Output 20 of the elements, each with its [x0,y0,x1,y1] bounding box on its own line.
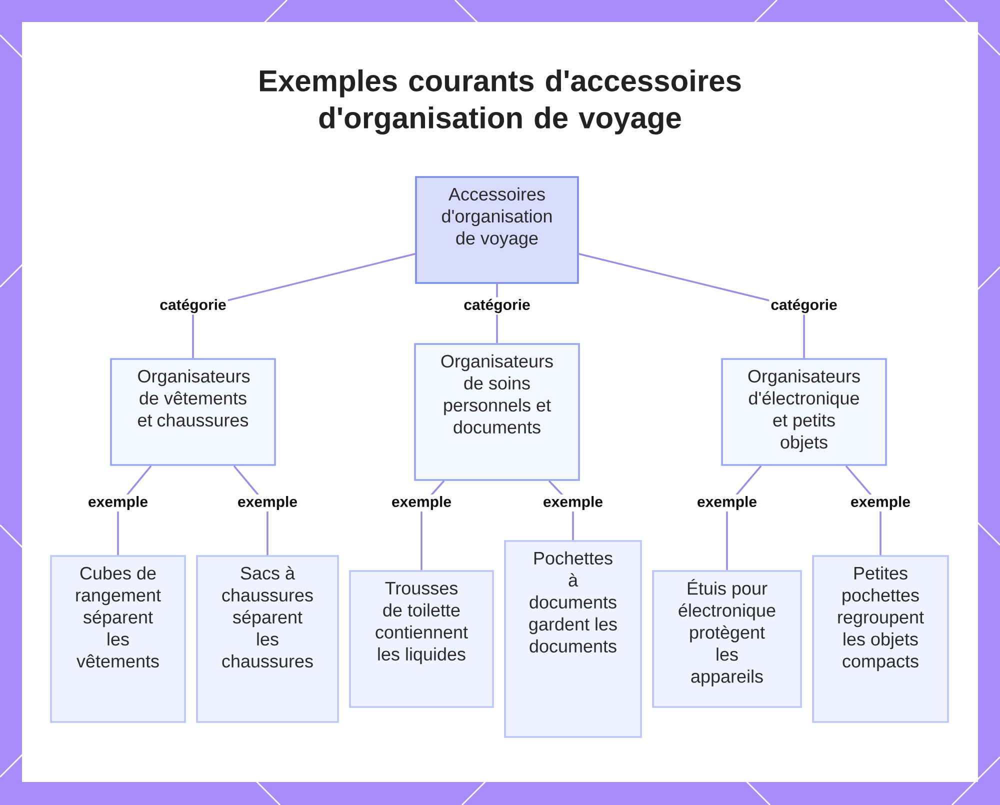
edge-label: exemple [390,494,454,512]
example-box: Pochettes à documents gardent les documents [504,540,642,738]
example-box: Cubes de rangement séparent les vêtements [50,555,186,723]
edge-label: exemple [849,494,912,512]
example-box: Étuis pour électronique protègent les appareils [652,570,802,708]
edge-label: exemple [236,494,300,512]
category-box: Organisateurs de vêtements et chaussures [110,358,276,466]
example-box: Sacs à chaussures séparent les chaussures [196,555,339,723]
edge-label: exemple [696,494,759,512]
edge-label: exemple [86,494,150,512]
category-box: Organisateurs d'électronique et petits objets [721,358,887,466]
edge-label: catégorie [769,297,839,315]
edge-label: catégorie [462,297,532,315]
edge-label: exemple [542,494,605,512]
edge-label: catégorie [158,297,228,315]
example-box: Petites pochettes regroupent les objets compacts [812,555,949,723]
heading-box: Accessoires d'organisation de voyage [415,176,579,284]
category-box: Organisateurs de soins personnels et documents [414,343,580,481]
example-box: Trousses de toilette contiennent les liquides [349,570,494,708]
title: Exemples courants d'accessoires d'organisation de voyage [260,69,741,135]
